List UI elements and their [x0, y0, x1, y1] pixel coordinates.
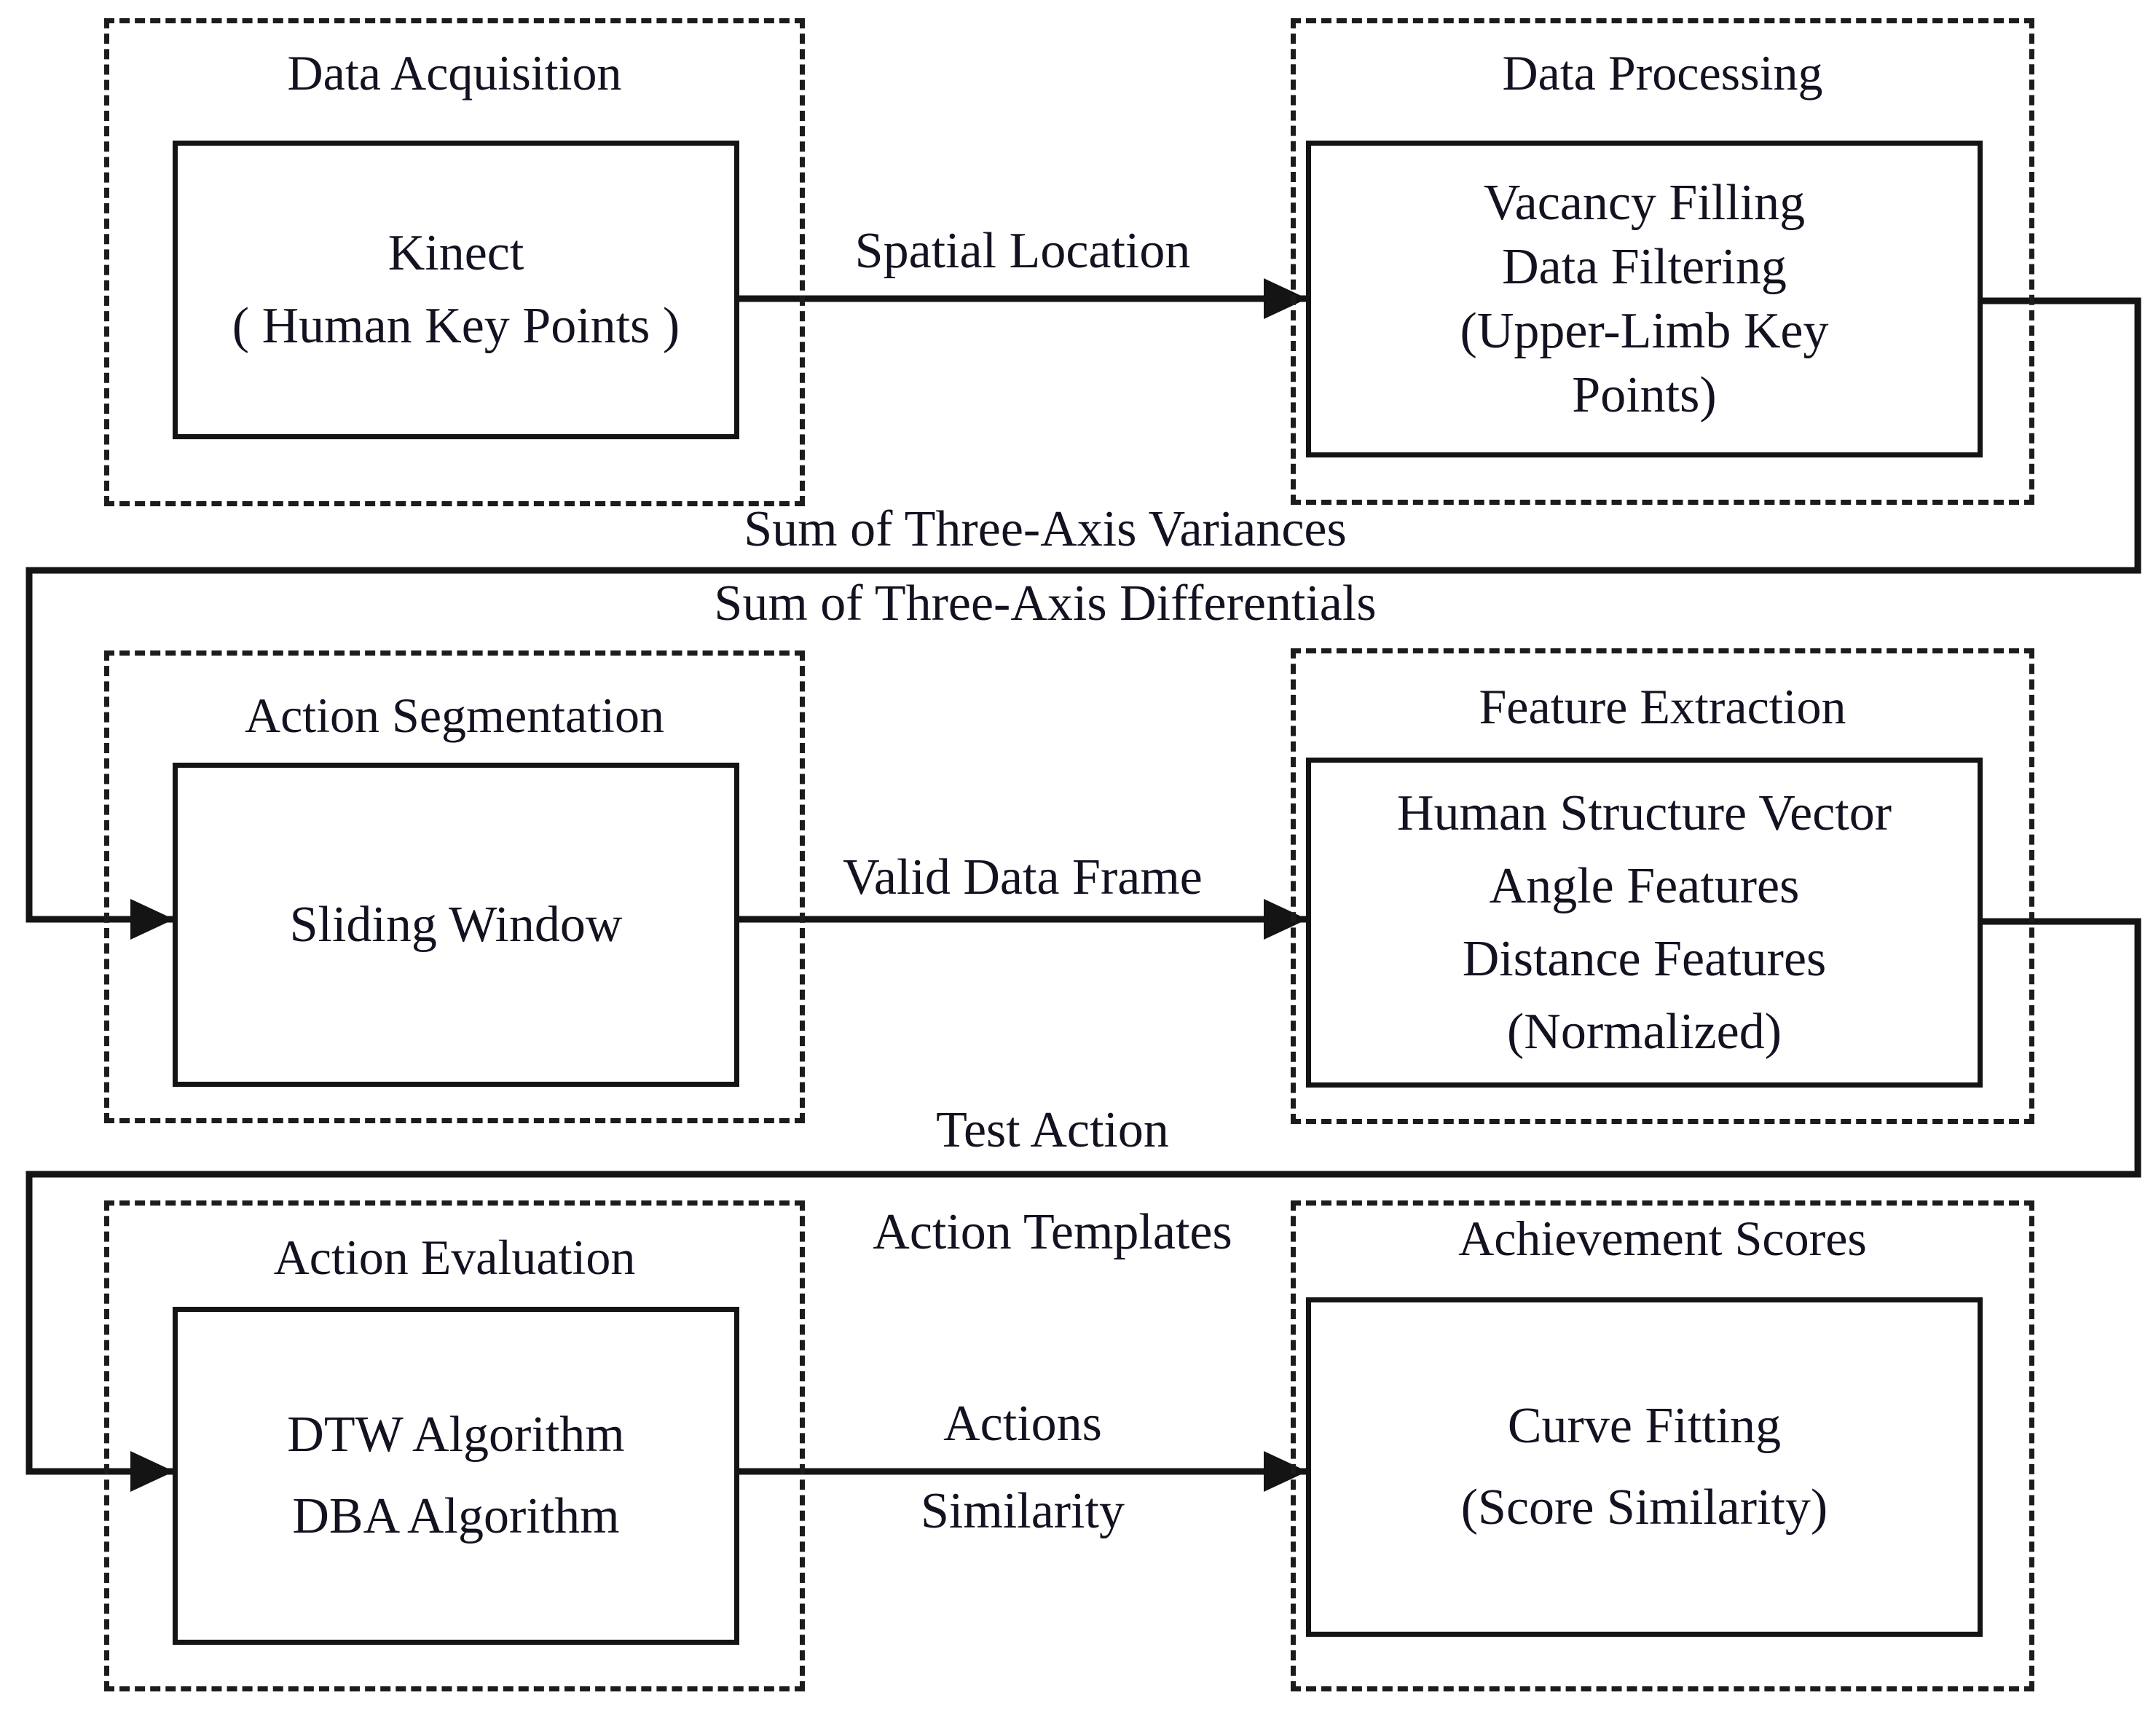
group-action-segmentation [104, 650, 805, 1123]
dtw-dba-label: DTW Algorithm DBA Algorithm [287, 1407, 625, 1544]
group-data-processing [1291, 18, 2034, 505]
kinect-label: Kinect ( Human Key Points ) [232, 225, 680, 354]
sliding-window-label: Sliding Window [289, 896, 623, 953]
label-valid-data-frame: Valid Data Frame [843, 849, 1203, 905]
group-feature-extraction [1291, 648, 2034, 1124]
title-action-evaluation: Action Evaluation [273, 1230, 636, 1285]
label-similarity: Similarity [921, 1483, 1125, 1539]
group-achievement-scores [1291, 1200, 2034, 1691]
title-achievement-scores: Achievement Scores [1458, 1211, 1867, 1266]
box-vacancy-filling: Vacancy Filling Data Filtering (Upper-Li… [1306, 141, 1983, 457]
group-data-acquisition [104, 18, 805, 506]
title-data-acquisition: Data Acquisition [287, 45, 622, 101]
box-feature-vector: Human Structure Vector Angle Features Di… [1306, 758, 1983, 1088]
label-spatial-location: Spatial Location [854, 223, 1191, 279]
group-action-evaluation [104, 1200, 805, 1691]
box-curve-fitting: Curve Fitting (Score Similarity) [1306, 1297, 1983, 1637]
feature-vector-label: Human Structure Vector Angle Features Di… [1396, 785, 1892, 1060]
box-dtw-dba: DTW Algorithm DBA Algorithm [173, 1307, 739, 1645]
label-actions: Actions [943, 1396, 1102, 1452]
vacancy-filling-label: Vacancy Filling Data Filtering (Upper-Li… [1460, 174, 1829, 423]
label-sum-differentials: Sum of Three-Axis Differentials [714, 575, 1377, 632]
connector-extraction-to-evaluation [25, 918, 2141, 1492]
title-feature-extraction: Feature Extraction [1479, 679, 1846, 734]
label-test-action: Test Action [936, 1102, 1169, 1158]
title-data-processing: Data Processing [1502, 45, 1823, 101]
label-action-templates: Action Templates [873, 1204, 1232, 1260]
title-action-segmentation: Action Segmentation [244, 688, 664, 743]
label-sum-variances: Sum of Three-Axis Variances [744, 501, 1347, 557]
connector-processing-to-segmentation [25, 297, 2141, 940]
curve-fitting-label: Curve Fitting (Score Similarity) [1460, 1398, 1828, 1536]
box-kinect: Kinect ( Human Key Points ) [173, 141, 739, 439]
box-sliding-window: Sliding Window [173, 763, 739, 1087]
